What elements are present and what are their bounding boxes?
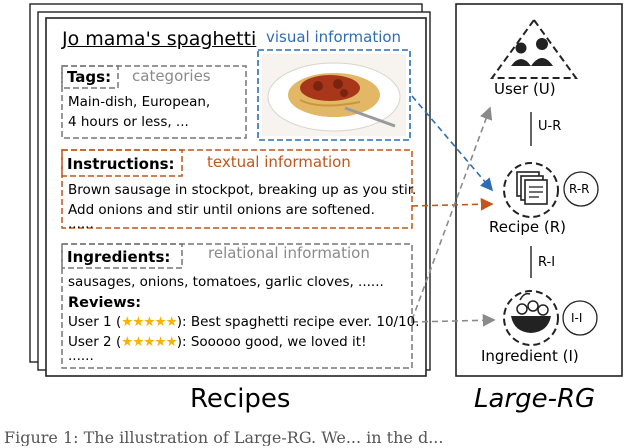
- review-1-user: User 1 (: [68, 314, 122, 330]
- tags-line-1: Main-dish, European,: [68, 94, 211, 110]
- edge-ii-label: I-I: [571, 311, 583, 325]
- ii-loop: [562, 300, 598, 336]
- recipe-node-label: Recipe (R): [489, 218, 567, 236]
- ingredient-node-label: Ingredient (I): [481, 347, 579, 365]
- tags-label: Tags:: [67, 68, 112, 86]
- reviews-label: Reviews:: [68, 295, 142, 311]
- instructions-label: Instructions:: [67, 155, 175, 173]
- rr-loop: [563, 171, 599, 207]
- instructions-box: [61, 149, 413, 229]
- reviews-ellipsis: ......: [68, 348, 94, 364]
- large-rg-caption: Large-RG: [474, 384, 596, 414]
- relational-arrow-user: [411, 106, 493, 321]
- recipes-caption: Recipes: [190, 384, 291, 414]
- visual-info-box: [257, 49, 411, 141]
- instructions-line-1: Brown sausage in stockpot, breaking up a…: [68, 182, 417, 198]
- recipe-title: Jo mama's spaghetti: [62, 28, 257, 50]
- ingredients-line: sausages, onions, tomatoes, garlic clove…: [68, 274, 384, 290]
- edge-ri-label: R-I: [538, 255, 556, 270]
- ingredients-label: Ingredients:: [67, 248, 171, 266]
- review-1-text: ): Best spaghetti recipe ever. 10/10.: [176, 314, 420, 330]
- edge-rr-label: R-R: [569, 182, 590, 196]
- instructions-line-2: Add onions and stir until onions are sof…: [68, 202, 375, 218]
- edge-ur-label: U-R: [538, 119, 562, 134]
- visual-info-label: visual information: [266, 28, 402, 46]
- recipe-docs-icon: [503, 162, 559, 218]
- user-node-label: User (U): [494, 80, 556, 98]
- relational-arrow-ingredient: [411, 313, 496, 327]
- relational-info-label: relational information: [208, 244, 370, 262]
- textual-info-label: textual information: [207, 153, 351, 171]
- instructions-ellipsis: ......: [68, 216, 94, 232]
- review-2-user: User 2 (: [68, 334, 122, 350]
- tags-box: [61, 65, 247, 139]
- ingredient-bowl-icon: [503, 290, 559, 346]
- visual-arrow: [411, 95, 494, 192]
- user-group-icon: [490, 18, 578, 79]
- review-1-stars: ★★★★★: [121, 314, 178, 330]
- review-2: User 2 (★★★★★): Sooooo good, we loved it…: [68, 334, 367, 350]
- tags-line-2: 4 hours or less, ...: [68, 114, 189, 130]
- spaghetti-image: [262, 54, 406, 136]
- review-2-stars: ★★★★★: [121, 334, 178, 350]
- review-2-text: ): Sooooo good, we loved it!: [176, 334, 367, 350]
- graph-panel: [455, 3, 623, 377]
- figure-caption: Figure 1: The illustration of Large-RG. …: [4, 430, 444, 446]
- review-1: User 1 (★★★★★): Best spaghetti recipe ev…: [68, 314, 420, 330]
- relational-box: [61, 243, 413, 369]
- categories-label: categories: [132, 67, 211, 85]
- textual-arrow: [411, 197, 494, 211]
